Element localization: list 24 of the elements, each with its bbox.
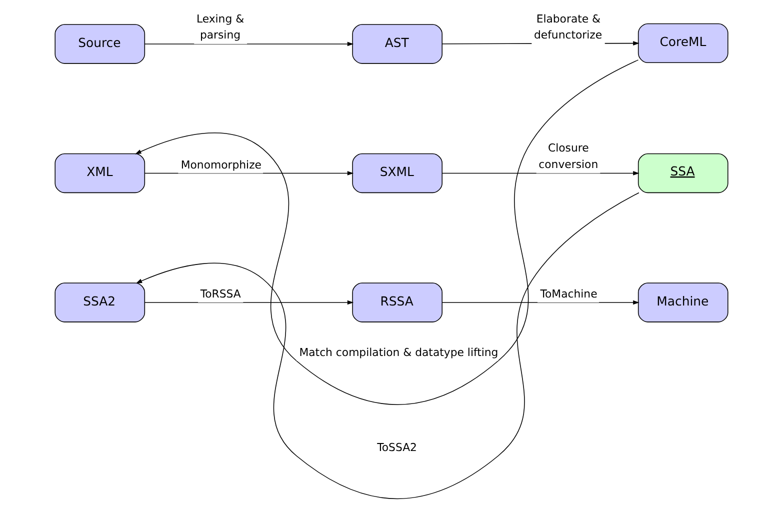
node-box: CoreML [638, 23, 728, 64]
node-box: SXML [352, 153, 442, 194]
node-box: SSA2 [54, 282, 146, 322]
node-box: SSA [638, 153, 728, 194]
edge-label: Closure conversion [538, 142, 598, 171]
edge-label: Lexing & parsing [196, 12, 244, 42]
arrow [144, 300, 354, 305]
node-box: RSSA [352, 282, 442, 322]
arrow [144, 171, 354, 176]
edge-label: Match compilation & datatype lifting [299, 346, 498, 359]
node-box: XML [54, 153, 146, 194]
edge-label: ToSSA2 [377, 440, 417, 454]
arrow [442, 300, 640, 305]
arrow [144, 42, 354, 46]
node-box: Machine [638, 282, 728, 322]
edge-label: Elaborate & defunctorize [534, 12, 602, 42]
arrow [136, 192, 640, 500]
edge-label: ToRSSA [200, 288, 241, 301]
edge-label: ToMachine [540, 288, 598, 301]
node-box: AST [352, 24, 442, 64]
arrow [442, 171, 640, 176]
arrow [135, 60, 639, 405]
edge-label: Monomorphize [180, 158, 262, 172]
node-box: Source [54, 24, 146, 64]
